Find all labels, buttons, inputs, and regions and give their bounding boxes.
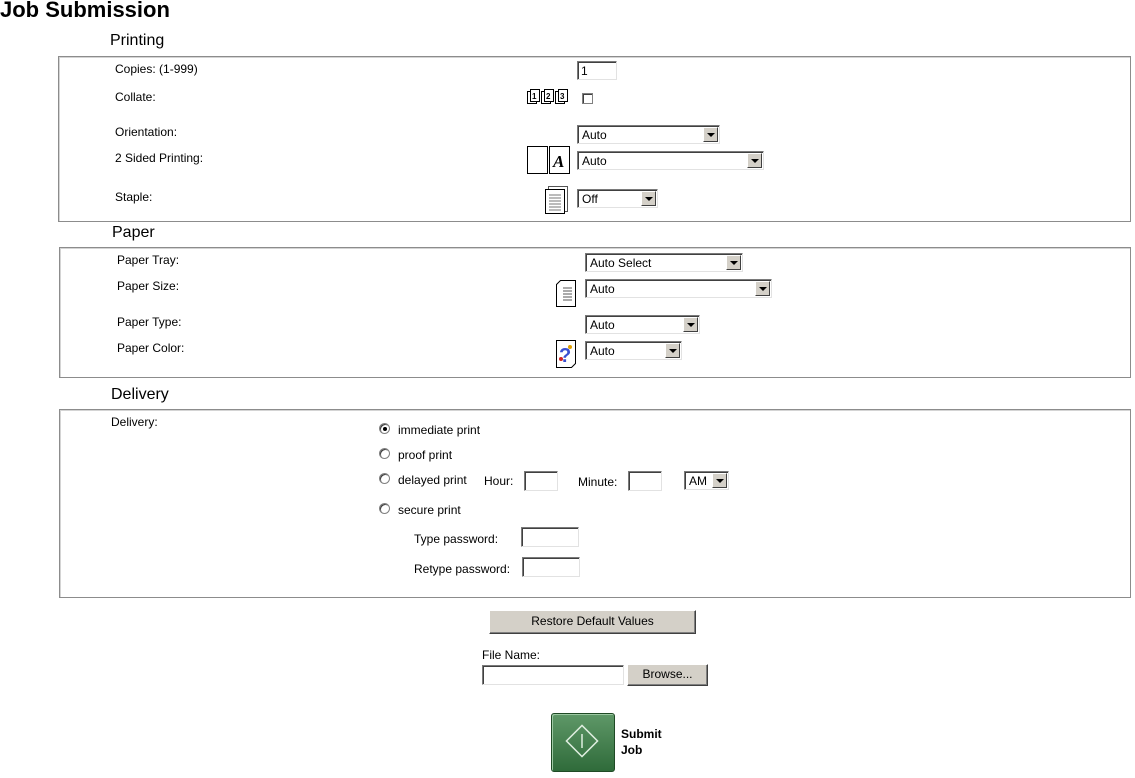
paper-tray-value: Auto Select — [590, 256, 652, 270]
retype-password-input[interactable] — [522, 557, 580, 577]
chevron-down-icon[interactable] — [703, 127, 718, 142]
submit-diamond-icon — [565, 724, 599, 758]
paper-type-select[interactable]: Auto — [585, 315, 700, 334]
paper-color-label: Paper Color: — [117, 341, 185, 355]
staple-value: Off — [582, 192, 598, 206]
delayed-print-label: delayed print — [398, 473, 467, 487]
printing-section-title: Printing — [110, 32, 165, 49]
svg-text:2: 2 — [546, 92, 551, 101]
secure-print-radio[interactable] — [379, 503, 390, 514]
chevron-down-icon[interactable] — [641, 191, 656, 206]
svg-text:1: 1 — [532, 92, 537, 101]
printing-panel — [58, 56, 1131, 222]
staple-select[interactable]: Off — [577, 189, 658, 208]
chevron-down-icon[interactable] — [726, 255, 741, 270]
paper-size-select[interactable]: Auto — [585, 279, 772, 298]
paper-panel — [59, 247, 1131, 378]
delivery-panel — [59, 409, 1131, 598]
copies-label: Copies: (1-999) — [115, 62, 198, 76]
chevron-down-icon[interactable] — [755, 281, 770, 296]
paper-color-icon: ? — [556, 340, 576, 368]
paper-section-title: Paper — [112, 224, 155, 241]
browse-button[interactable]: Browse... — [627, 664, 708, 686]
chevron-down-icon[interactable] — [683, 317, 698, 332]
orientation-label: Orientation: — [115, 125, 178, 139]
paper-color-select[interactable]: Auto — [585, 341, 682, 360]
two-sided-value: Auto — [582, 154, 607, 168]
file-name-input[interactable] — [482, 665, 624, 685]
paper-type-value: Auto — [590, 318, 615, 332]
ampm-value: AM — [689, 474, 707, 488]
staple-label: Staple: — [115, 190, 153, 204]
file-name-label: File Name: — [482, 648, 541, 662]
orientation-select[interactable]: Auto — [577, 125, 720, 144]
paper-size-label: Paper Size: — [117, 279, 180, 293]
delivery-section-title: Delivery — [111, 386, 169, 403]
restore-defaults-button[interactable]: Restore Default Values — [489, 610, 696, 634]
submit-label-line2: Job — [621, 743, 643, 757]
minute-input[interactable] — [628, 471, 662, 491]
orientation-value: Auto — [582, 128, 607, 142]
two-sided-label: 2 Sided Printing: — [115, 151, 204, 165]
minute-label: Minute: — [578, 475, 618, 489]
type-password-input[interactable] — [521, 527, 579, 547]
two-sided-select[interactable]: Auto — [577, 151, 764, 170]
paper-type-label: Paper Type: — [117, 315, 182, 329]
paper-tray-label: Paper Tray: — [117, 253, 180, 267]
paper-size-icon — [556, 280, 576, 307]
paper-tray-select[interactable]: Auto Select — [585, 253, 743, 272]
svg-text:A: A — [552, 152, 564, 171]
chevron-down-icon[interactable] — [747, 153, 762, 168]
delayed-print-radio[interactable] — [379, 473, 390, 484]
submit-label-line1: Submit — [621, 727, 662, 741]
paper-color-value: Auto — [590, 344, 615, 358]
secure-print-label: secure print — [398, 503, 461, 517]
page-title: Job Submission — [0, 0, 170, 22]
collate-label: Collate: — [115, 90, 156, 104]
immediate-print-radio[interactable] — [379, 423, 390, 434]
svg-text:?: ? — [559, 345, 571, 367]
hour-input[interactable] — [524, 471, 558, 491]
delivery-label: Delivery: — [111, 415, 158, 429]
collate-checkbox[interactable] — [582, 93, 593, 104]
staple-icon — [545, 186, 568, 214]
chevron-down-icon[interactable] — [665, 343, 680, 358]
duplex-icon: A — [527, 146, 570, 174]
retype-password-label: Retype password: — [414, 562, 511, 576]
type-password-label: Type password: — [414, 532, 499, 546]
proof-print-radio[interactable] — [379, 448, 390, 459]
hour-label: Hour: — [484, 474, 514, 488]
immediate-print-label: immediate print — [398, 423, 481, 437]
svg-text:3: 3 — [560, 92, 565, 101]
copies-input[interactable] — [577, 61, 617, 80]
proof-print-label: proof print — [398, 448, 453, 462]
submit-job-button[interactable] — [551, 713, 615, 772]
ampm-select[interactable]: AM — [684, 471, 729, 490]
paper-size-value: Auto — [590, 282, 615, 296]
chevron-down-icon[interactable] — [712, 473, 727, 488]
